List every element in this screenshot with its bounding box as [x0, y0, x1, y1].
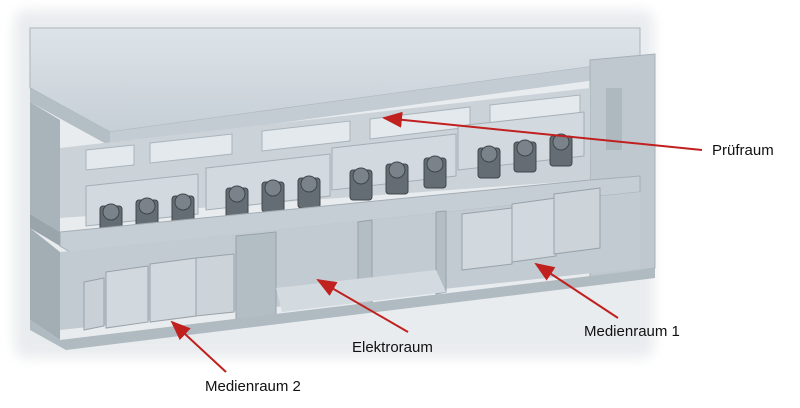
label-elektroraum: Elektroraum — [352, 339, 433, 356]
machine-unit — [297, 175, 321, 209]
machine-unit — [225, 185, 249, 219]
arrow-elektroraum — [316, 278, 409, 333]
label-medienraum-1: Medienraum 1 — [584, 323, 680, 340]
annotation-arrows — [170, 111, 703, 373]
media-room-2-cabinets — [83, 253, 235, 331]
label-pruefraum: Prüfraum — [712, 142, 774, 159]
machine-unit — [171, 193, 195, 227]
label-medienraum-2: Medienraum 2 — [205, 378, 301, 395]
right-wall-door — [606, 88, 622, 150]
machine-unit — [423, 155, 447, 189]
roof-edge-left — [30, 88, 110, 146]
arrow-pruefraum — [382, 111, 703, 151]
machine-unit — [477, 145, 501, 179]
lower-left-wall — [30, 228, 60, 340]
arrow-medienraum-2 — [170, 320, 227, 373]
left-end-wall — [30, 102, 60, 232]
machine-unit — [385, 161, 409, 195]
machine-unit — [513, 139, 537, 173]
arrow-medienraum-1 — [534, 262, 619, 319]
media-room-1-cabinets — [461, 187, 601, 271]
mid-floor-edge-left — [30, 214, 60, 246]
machine-unit — [261, 179, 285, 213]
roof-edge-front — [110, 60, 640, 146]
machine-unit — [349, 167, 373, 201]
machine-unit — [549, 133, 573, 167]
electrical-room-floor — [276, 270, 446, 312]
machine-unit — [135, 197, 159, 231]
